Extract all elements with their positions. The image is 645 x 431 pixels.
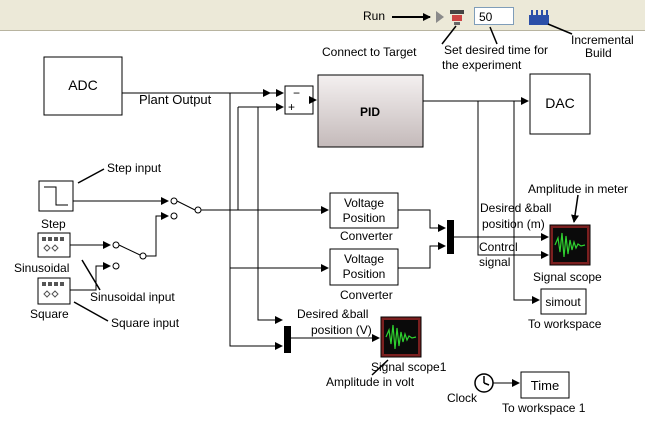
incremental-build-icon[interactable] [529,10,549,25]
time-label: Time [531,378,559,393]
pid-block[interactable]: PID [317,74,424,148]
plant-output-label: Plant Output [139,92,212,107]
sinusoidal-caption: Sinusoidal [14,261,69,275]
set-time-annotation-2: the experiment [442,58,522,72]
step-input-annotation: Step input [107,161,162,175]
time-pointer [489,26,498,45]
adc-block[interactable]: ADC [43,56,123,116]
sum-plus-sign: + [288,100,295,114]
amplitude-volt-annotation: Amplitude in volt [326,375,415,389]
desired-ball-v-line1: Desired &ball [297,307,368,321]
sinusoidal-annotation-pointer [81,259,101,291]
square-annotation-pointer [73,301,109,322]
build-pointer [547,23,573,35]
sum-block[interactable]: − + [284,85,314,115]
incremental-annotation-1: Incremental [571,33,634,47]
pid-label: PID [360,105,380,119]
signal-scope1-caption: Signal scope1 [371,360,447,374]
vpc-block-2[interactable]: Voltage Position [329,248,399,286]
square-block[interactable] [37,277,71,305]
sinusoidal-input-annotation: Sinusoidal input [90,290,175,304]
signal-scope1-block[interactable] [380,316,422,358]
dac-block[interactable]: DAC [529,73,591,135]
control-signal-line1: Control [479,240,518,254]
clock-caption: Clock [447,391,478,405]
mux-bar-1[interactable] [447,220,454,254]
simout-label: simout [545,295,581,309]
connect-target-annotation: Connect to Target [322,45,417,59]
stop-time-input[interactable]: 50 [474,7,514,25]
signal-scope-caption: Signal scope [533,270,602,284]
vpc1-caption: Converter [340,229,393,243]
amplitude-meter-pointer [571,194,579,223]
time-block[interactable]: Time [520,371,570,399]
run-label: Run [363,9,386,23]
vpc1-line1: Voltage [344,196,384,210]
adc-label: ADC [68,77,98,93]
connect-target-icon[interactable] [450,10,464,25]
vpc2-line2: Position [343,267,386,281]
square-caption: Square [30,307,69,321]
simout-caption: To workspace [528,317,602,331]
dac-label: DAC [545,95,575,111]
sinusoidal-block[interactable] [37,232,71,258]
clock-block[interactable] [474,373,494,393]
desired-ball-m-line1: Desired &ball [480,201,551,215]
step-caption: Step [41,217,66,231]
manual-switch-2[interactable] [112,241,147,270]
connect-pointer [441,25,457,45]
vpc2-caption: Converter [340,288,393,302]
sum-minus-sign: − [293,86,300,100]
manual-switch-1[interactable] [170,197,202,220]
set-time-annotation-1: Set desired time for [444,43,548,57]
step-block[interactable] [38,180,74,212]
desired-ball-v-line2: position (V) [311,323,372,337]
incremental-annotation-2: Build [585,46,612,60]
play-icon[interactable] [436,11,444,23]
mux-bar-2[interactable] [284,326,291,353]
control-signal-line2: signal [479,255,510,269]
signal-scope-block[interactable] [549,224,591,266]
time-caption: To workspace 1 [502,401,586,415]
square-input-annotation: Square input [111,316,180,330]
desired-ball-m-line2: position (m) [482,217,545,231]
vpc2-line1: Voltage [344,252,384,266]
vpc-block-1[interactable]: Voltage Position [329,192,399,229]
amplitude-volt-pointer [371,359,389,376]
amplitude-meter-annotation: Amplitude in meter [528,182,628,196]
simout-block[interactable]: simout [540,288,587,315]
signal-lines [70,89,549,387]
vpc1-line2: Position [343,211,386,225]
step-annotation-pointer [77,168,105,184]
